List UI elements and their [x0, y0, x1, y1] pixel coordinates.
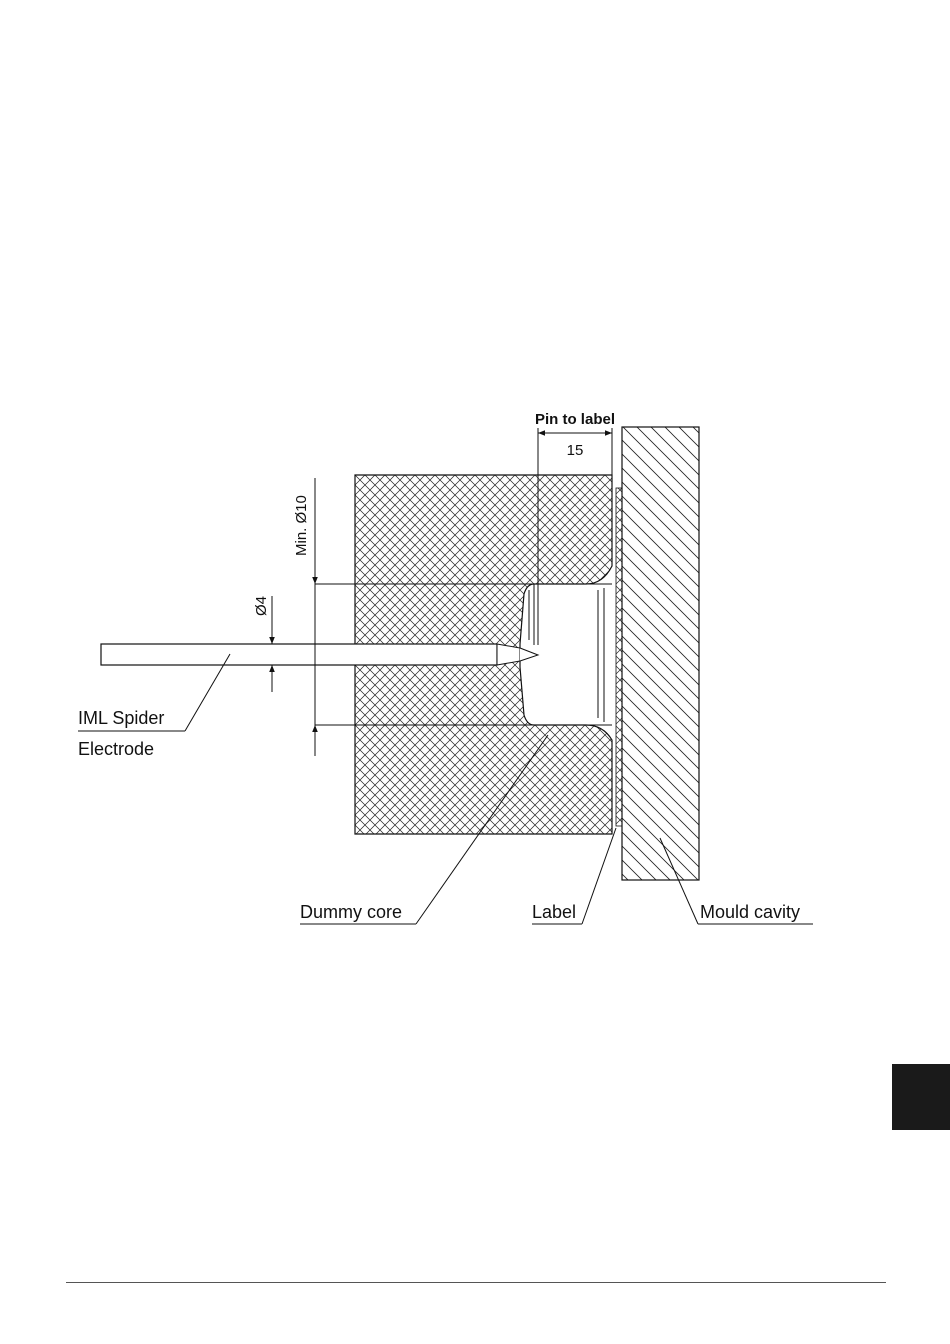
- footer-rule: [66, 1282, 886, 1283]
- mould-cavity: [622, 427, 699, 880]
- dummy-core-label: Dummy core: [300, 902, 402, 922]
- mould-cavity-label: Mould cavity: [700, 902, 800, 922]
- core-diameter-dimension: [315, 478, 355, 756]
- iml-spider-label: IML Spider: [78, 708, 164, 728]
- electrode-diameter-label: Ø4: [253, 596, 270, 616]
- label-strip: [616, 488, 622, 826]
- electrode-label: Electrode: [78, 739, 154, 759]
- pin-to-label-title: Pin to label: [535, 411, 615, 428]
- pin-to-label-value: 15: [567, 442, 584, 459]
- page-tab-marker: [892, 1064, 950, 1130]
- electrode: [101, 644, 538, 665]
- label-label: Label: [532, 902, 576, 922]
- core-diameter-label: Min. Ø10: [293, 495, 310, 556]
